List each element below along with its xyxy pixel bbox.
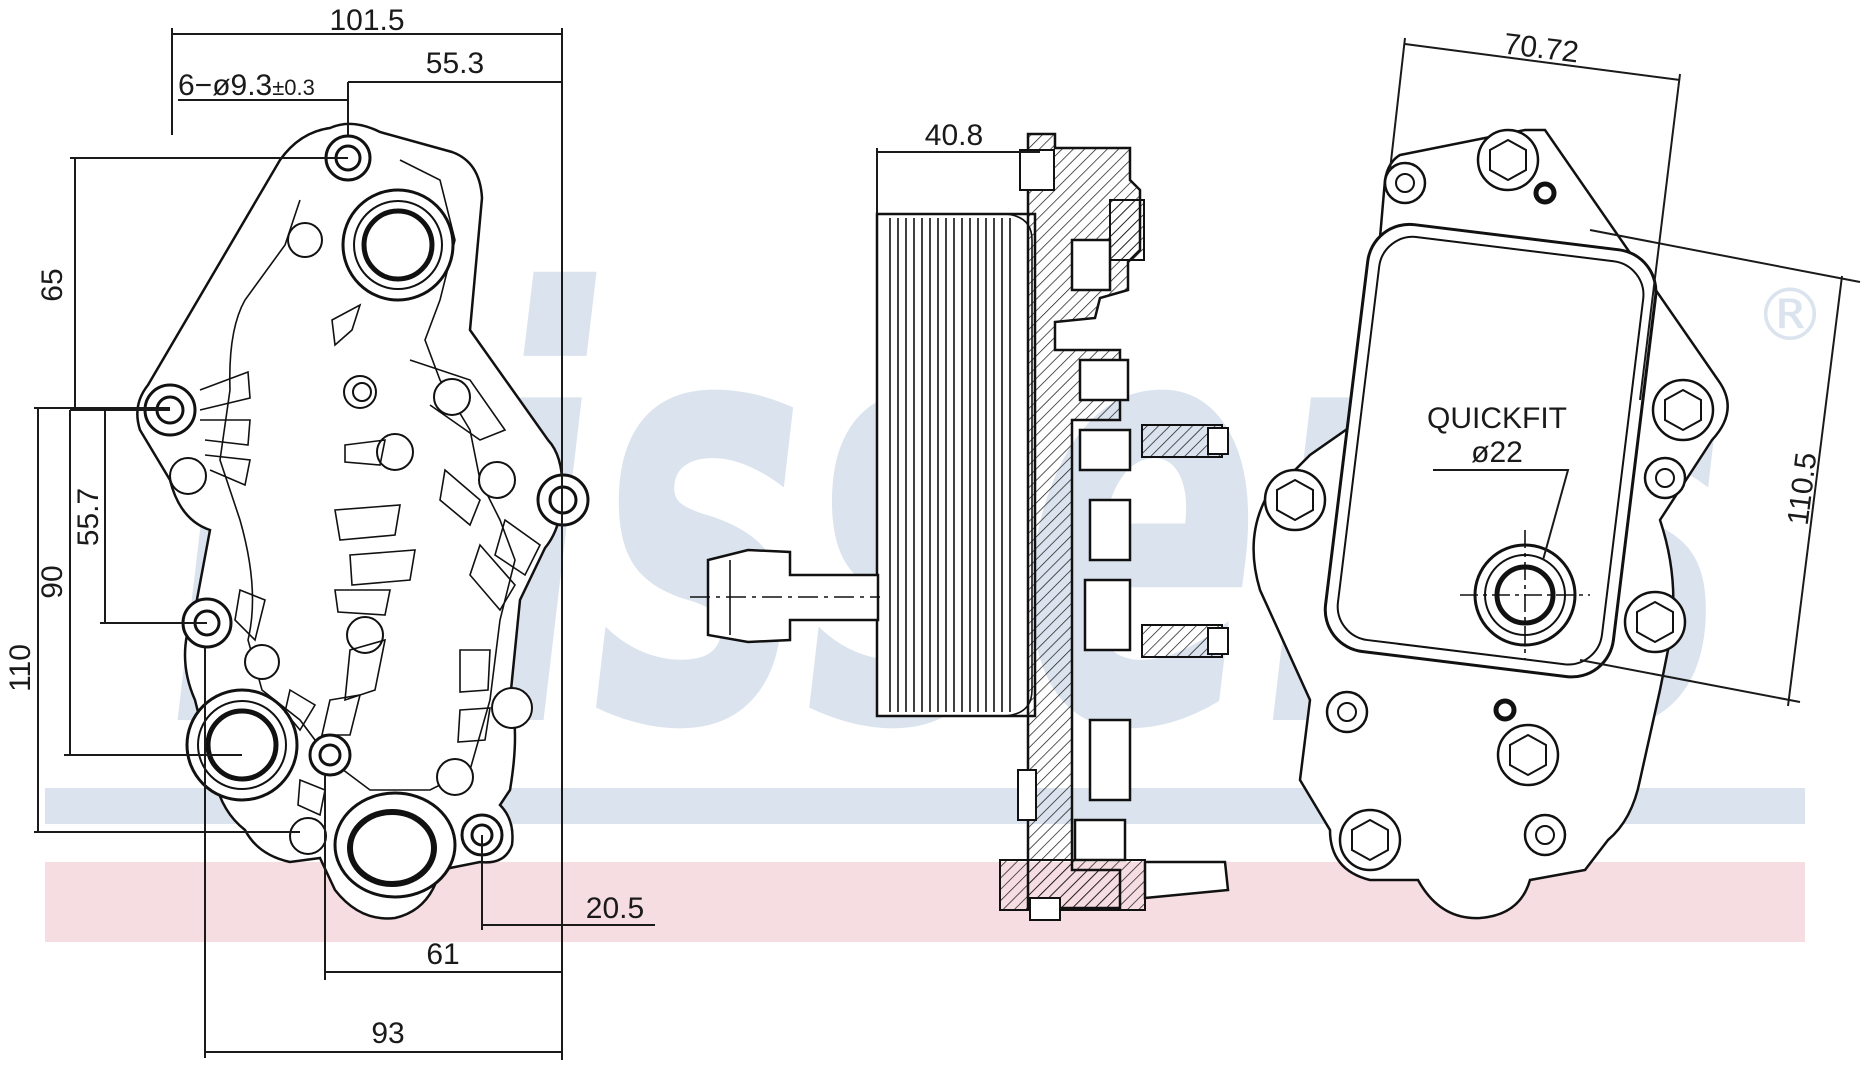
hex-bolt-6: [1338, 808, 1402, 872]
hex-bolt-3: [1263, 468, 1327, 532]
dim-top-inner: 55.3: [426, 47, 484, 80]
port-top-bore: [361, 208, 435, 282]
torx-screw-4: [1523, 813, 1567, 857]
torx-screw-2: [1643, 456, 1687, 500]
port-bottom-left-bore: [205, 708, 279, 782]
inlet-nozzle: [690, 548, 880, 644]
left-view-dimensions: 101.5 55.3 6−ø9.3±0.3 65 55.7 90 110 20.…: [4, 4, 655, 1060]
dim-top-width: 101.5: [329, 4, 404, 37]
torx-screw-3: [1325, 690, 1369, 734]
label-quickfit-diameter: ø22: [1471, 436, 1523, 469]
right-view-dimensions: 70.72 110.5: [1389, 28, 1861, 707]
rib-pattern: [199, 303, 542, 817]
filter-housing-inner: [1336, 235, 1645, 666]
dowel-pin-1: [1533, 181, 1557, 205]
dim-left-90: 90: [36, 565, 69, 598]
dim-left-55-7: 55.7: [72, 488, 105, 546]
dim-right-height: 110.5: [1782, 451, 1824, 527]
dim-side-depth: 40.8: [925, 119, 983, 152]
dim-left-110: 110: [4, 644, 37, 692]
housing-section: [1017, 132, 1145, 910]
side-view: [690, 132, 1230, 921]
dim-bottom-93: 93: [371, 1017, 404, 1050]
dim-bottom-61: 61: [426, 938, 459, 971]
dim-right-width: 70.72: [1502, 28, 1581, 70]
dim-left-65: 65: [36, 268, 69, 301]
pockets: [169, 222, 533, 855]
port-bottom-left-ring: [197, 700, 287, 790]
port-bottom-bore: [347, 809, 437, 887]
right-bolts: [1263, 128, 1715, 872]
hex-bolt-1: [1476, 128, 1540, 192]
bolt-hole-5: [308, 733, 352, 777]
hex-bolt-4: [1623, 590, 1687, 654]
side-view-dimensions: 40.8: [876, 119, 1040, 214]
right-view: QUICKFIT ø22: [1252, 128, 1729, 920]
label-quickfit: QUICKFIT: [1427, 402, 1567, 435]
port-top-ring: [353, 200, 443, 290]
hex-bolt-2: [1651, 378, 1715, 442]
torx-screw-1: [1383, 161, 1427, 205]
hex-bolt-5: [1496, 723, 1560, 787]
dim-hole-spec: 6−ø9.3±0.3: [178, 69, 315, 102]
watermark-registered-mark: ®: [1754, 273, 1826, 357]
dim-bottom-20-5: 20.5: [586, 892, 644, 925]
left-view: [136, 122, 590, 920]
filter-housing: [1323, 222, 1658, 679]
studs: [1141, 424, 1229, 658]
bottom-bolt: [999, 859, 1230, 921]
cooler-plate-stack: [875, 212, 1037, 718]
dowel-pin-2: [1493, 698, 1517, 722]
